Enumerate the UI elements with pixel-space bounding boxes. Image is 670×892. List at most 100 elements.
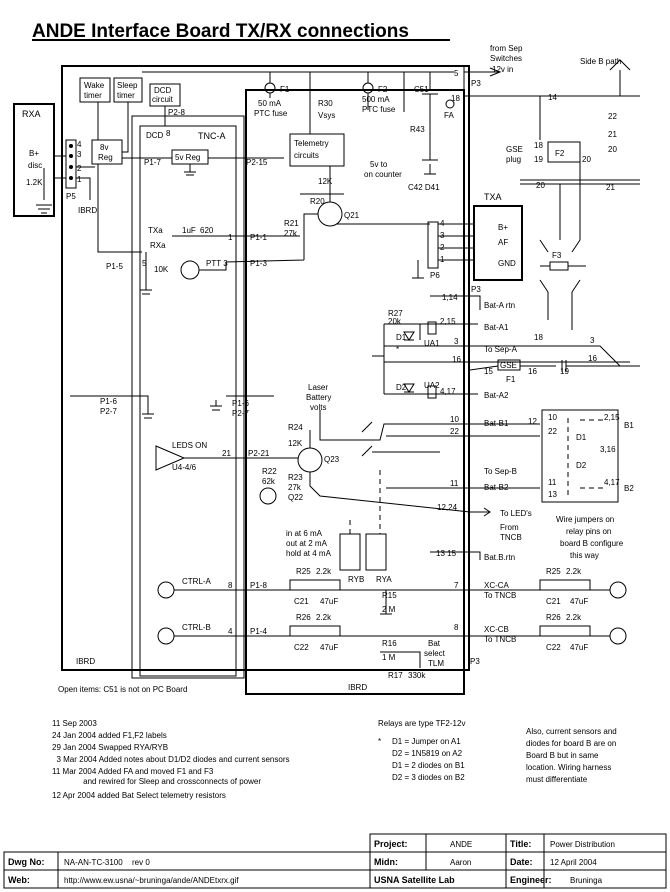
r2-2k-label: 2.2k xyxy=(316,567,332,576)
c22-label: C22 xyxy=(294,643,309,652)
ptt-label: PTT 3 xyxy=(206,259,228,268)
c22b-label: C22 xyxy=(546,643,561,652)
pin-16-right: 16 xyxy=(588,354,597,363)
ryb-relay-coil xyxy=(339,533,361,571)
p6-connector xyxy=(427,221,439,269)
txa-b-plus: B+ xyxy=(498,223,508,232)
p5-pin-3-label: 3 xyxy=(77,150,82,159)
b-pin-10: 10 xyxy=(548,413,557,422)
leds-on-buffer-icon xyxy=(155,445,186,471)
out-at-label: out at 2 mA xyxy=(286,539,328,548)
ibrd-mid-bottom-label: IBRD xyxy=(348,683,367,692)
r26b-label: R26 xyxy=(546,613,561,622)
r20k-label: 20k xyxy=(388,317,402,326)
also-note-line: diodes for board B are on xyxy=(526,739,616,748)
p3-bottom-label: P3 xyxy=(470,657,480,666)
p1-6-left-label: P1-6 xyxy=(100,397,117,406)
history-line: 24 Jan 2004 added F1,F2 labels xyxy=(52,731,167,740)
bat-label: Bat xyxy=(428,639,441,648)
p2-8-label: P2-8 xyxy=(168,108,185,117)
ctrl-a-out-connector-icon xyxy=(609,581,627,599)
power-bus xyxy=(142,71,454,112)
dwg-value: NA-AN-TC-3100 xyxy=(64,858,123,867)
r10k-label: 10K xyxy=(154,265,169,274)
p5-label: P5 xyxy=(66,192,76,201)
p5-pin-4-label: 4 xyxy=(77,140,82,149)
wire-note-3: board B configure xyxy=(560,539,624,548)
c21b-label: C21 xyxy=(546,597,561,606)
engineer-value: Bruninga xyxy=(570,876,603,885)
p5-pin-3 xyxy=(69,154,73,158)
c47uf-d-label: 47uF xyxy=(570,643,588,652)
c47uf-c-label: 47uF xyxy=(320,643,338,652)
history-line: 3 Mar 2004 Added notes about D1/D2 diode… xyxy=(52,755,289,764)
tnc-a-label: TNC-A xyxy=(198,131,226,141)
pin-5-label: 5 xyxy=(454,69,459,78)
battery-label: Battery xyxy=(306,393,331,402)
reg-8v-label: 8v xyxy=(100,143,108,152)
rxa-signal-label: RXa xyxy=(150,241,166,250)
project-label: Project: xyxy=(374,839,408,849)
c1uf-label: 1uF xyxy=(182,226,196,235)
p6-wires xyxy=(412,223,474,279)
wake-timer-label-2: timer xyxy=(84,91,102,100)
p3-mid-label: P3 xyxy=(471,285,481,294)
p1-7-label: P1-7 xyxy=(144,158,161,167)
ctrl-a-label: CTRL-A xyxy=(182,577,212,586)
also-note-line: must differentiate xyxy=(526,775,588,784)
p6-label: P6 xyxy=(430,271,440,280)
r2-2k-b-label: 2.2k xyxy=(566,567,582,576)
p1-4-label: P1-4 xyxy=(250,627,267,636)
drawing-number-block: Dwg No: NA-AN-TC-3100 rev 0 Web: http://… xyxy=(3,851,371,889)
r27-label: R27 xyxy=(388,309,403,318)
r620-label: 620 xyxy=(200,226,214,235)
pin-4-label: 4 xyxy=(228,627,233,636)
wire-note-4: this way xyxy=(570,551,599,560)
dcd-circuit-label: DCD xyxy=(154,86,172,95)
side-b-21b: 21 xyxy=(606,183,615,192)
r-1-2k-label: 1.2K xyxy=(26,178,43,187)
revision-history: 11 Sep 2003 24 Jan 2004 added F1,F2 labe… xyxy=(52,719,289,800)
also-note-line: Board B but in same xyxy=(526,751,599,760)
date-label: Date: xyxy=(510,857,533,867)
pin-5-left: 5 xyxy=(142,259,147,268)
dcd-pin-label: 8 xyxy=(166,129,171,138)
b-plus-label: B+ xyxy=(29,149,39,158)
disc-label: disc xyxy=(28,161,42,170)
leds-on-label: LEDS ON xyxy=(172,441,207,450)
ptt-connector-icon xyxy=(180,260,200,280)
r25-label: R25 xyxy=(296,567,311,576)
history-line: 11 Sep 2003 xyxy=(52,719,97,728)
bat-b-wires xyxy=(386,423,540,517)
history-line: and rewired for Sleep and crossconnects … xyxy=(52,777,261,786)
ibrd-board-inner xyxy=(245,89,465,695)
rxa-label: RXA xyxy=(22,109,41,119)
title-block: Project: ANDE Title: Power Distribution … xyxy=(369,833,667,889)
ibrd-left-label: IBRD xyxy=(78,206,97,215)
telemetry-label-2: circuits xyxy=(294,151,319,160)
to-leds-label: To LED's xyxy=(500,509,532,518)
dcd-label: DCD xyxy=(146,131,164,140)
xc-ca-label: XC-CA xyxy=(484,581,510,590)
pin-8b-label: 8 xyxy=(454,623,459,632)
relay-notes-head: Relays are type TF2-12v xyxy=(378,719,465,728)
gse-plug-label: GSE xyxy=(506,145,523,154)
bat-b-rtn-wire xyxy=(430,551,481,560)
r16-label: R16 xyxy=(382,639,397,648)
r12k-b-label: 12K xyxy=(288,439,303,448)
r43-label: R43 xyxy=(410,125,425,134)
r21-label: R21 xyxy=(284,219,299,228)
pin-18-right: 18 xyxy=(534,333,543,342)
ctrl-b-connector-icon xyxy=(157,627,175,645)
r2m-label: 2 M xyxy=(382,605,396,614)
ibrd-board-outline xyxy=(61,65,470,671)
p4-17-label: 4,17 xyxy=(440,387,456,396)
wake-timer-box xyxy=(79,77,111,103)
diode-icons xyxy=(403,331,415,393)
q23-transistor-icon xyxy=(297,447,323,473)
ctrl-b-label: CTRL-B xyxy=(182,623,211,632)
to-sep-b-label: To Sep-B xyxy=(484,467,517,476)
c51-label: C51 xyxy=(414,85,429,94)
p5-pin-1-label: 1 xyxy=(77,175,82,184)
b-d1-label: D1 xyxy=(576,433,587,442)
